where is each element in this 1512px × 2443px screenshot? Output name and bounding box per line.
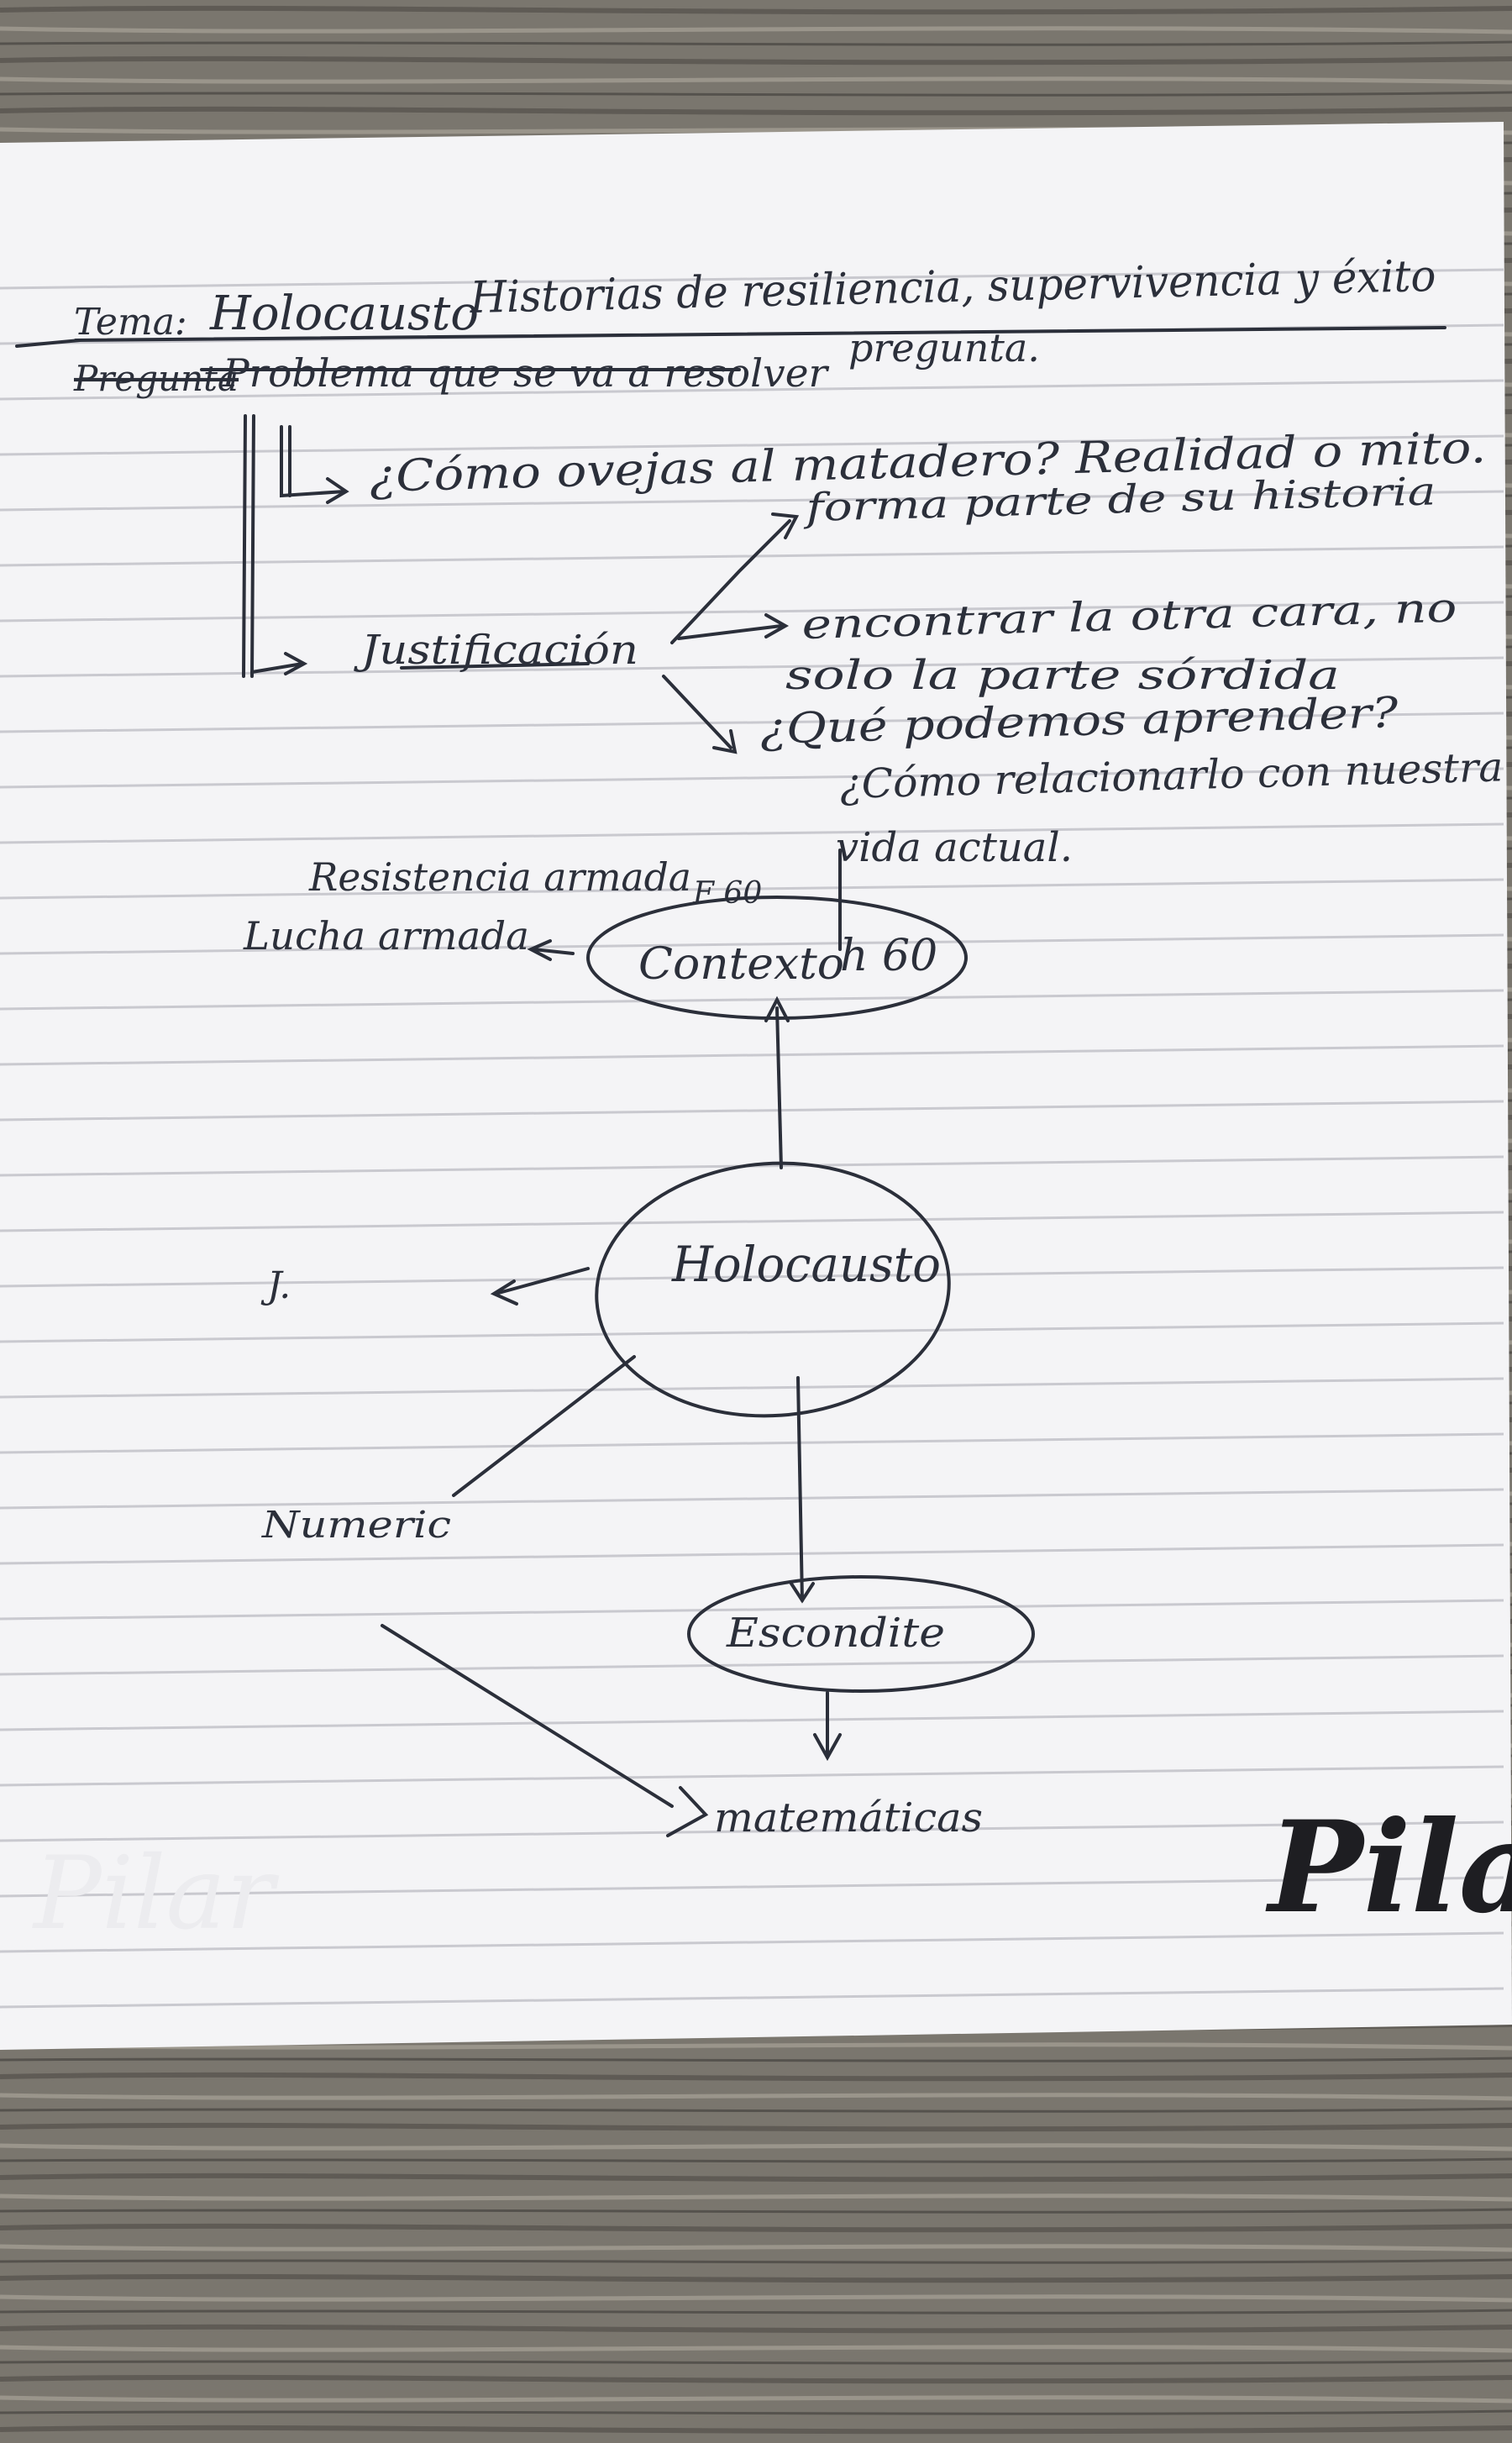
ruled-line — [0, 379, 1504, 401]
problema-target: pregunta. — [848, 325, 1040, 370]
brand-logo: Pilar — [1265, 1794, 1512, 1941]
ruled-line — [0, 1488, 1504, 1510]
numeric-label: Numeric — [261, 1504, 451, 1547]
ruled-line — [0, 1710, 1504, 1731]
mindmap-shapes — [381, 896, 1035, 1837]
ruled-line — [0, 1543, 1504, 1565]
bracket-drawing — [15, 326, 1446, 678]
encontrar-line2: solo la parte sórdida — [785, 652, 1340, 699]
escondite-label: Escondite — [726, 1610, 945, 1657]
ruled-line — [0, 268, 1504, 290]
ruled-line — [0, 1987, 1504, 2009]
ruled-line — [0, 1931, 1504, 1953]
problema-strike: Pregunta — [73, 358, 239, 399]
tema-title: Holocausto — [209, 286, 479, 341]
matematicas-label: matemáticas — [714, 1794, 983, 1841]
resistencia-label: Resistencia armada — [308, 854, 691, 900]
ruled-line — [0, 1266, 1504, 1288]
ruled-line — [0, 1321, 1504, 1343]
ruled-line — [0, 767, 1504, 789]
como-line2: vida actual. — [836, 824, 1073, 871]
ruled-line — [0, 1765, 1504, 1787]
brand-watermark: Pilar — [32, 1836, 280, 1952]
ruled-line — [0, 490, 1504, 512]
holocausto-label: Holocausto — [671, 1236, 941, 1293]
ruled-line — [0, 1377, 1504, 1399]
ruled-line — [0, 933, 1504, 955]
ruled-line — [0, 1876, 1504, 1898]
ruled-line — [0, 1432, 1504, 1454]
ruled-line — [0, 878, 1504, 900]
mindmap-labels: Resistencia armada Lucha armada F 60 Con… — [243, 854, 983, 1841]
ruled-line — [0, 989, 1504, 1011]
ruled-line — [0, 1820, 1504, 1842]
notebook-paper — [0, 122, 1512, 2050]
justification-arrows — [200, 368, 842, 951]
ruled-line — [0, 822, 1504, 844]
ruled-line — [0, 1100, 1504, 1122]
escondite-ellipse — [687, 1575, 1035, 1693]
contexto-top: F 60 — [692, 876, 762, 911]
ruled-line — [0, 1211, 1504, 1232]
ruled-line — [0, 712, 1504, 733]
ruled-lines — [0, 268, 1504, 2009]
ruled-line — [0, 434, 1504, 456]
contexto-side: h 60 — [840, 931, 937, 981]
contexto-label: Contexto — [638, 939, 844, 990]
holocausto-ellipse — [595, 1161, 951, 1418]
ruled-line — [0, 601, 1504, 623]
lucha-label: Lucha armada — [243, 913, 529, 959]
problema-line: Problema que se va a resolver — [222, 350, 830, 396]
ruled-line — [0, 1654, 1504, 1676]
ruled-line — [0, 545, 1504, 567]
ruled-line — [0, 1599, 1504, 1621]
justificacion-label: Justificación — [353, 627, 638, 674]
ruled-line — [0, 1044, 1504, 1066]
tema-label: Tema: — [74, 301, 187, 344]
